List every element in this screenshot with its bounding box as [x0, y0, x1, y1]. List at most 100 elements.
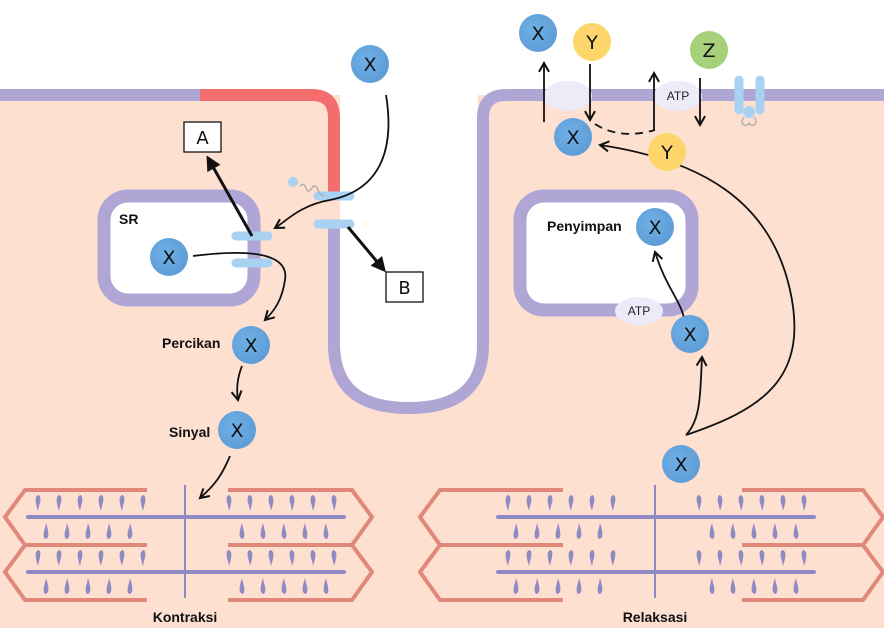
myosin-head: [77, 495, 83, 511]
relaksasi-label: Relaksasi: [623, 609, 688, 625]
myosin-head: [56, 550, 62, 566]
svg-text:Y: Y: [660, 142, 673, 164]
myosin-head: [98, 550, 104, 566]
ion-x-cytosol: X: [662, 445, 700, 483]
myosin-head: [64, 578, 70, 594]
sarcomere-contracted: [2, 485, 375, 602]
myosin-head: [772, 523, 778, 539]
myosin-head: [310, 495, 316, 511]
myosin-head: [780, 550, 786, 566]
myosin-head: [772, 578, 778, 594]
myosin-head: [247, 550, 253, 566]
myosin-head: [759, 495, 765, 511]
svg-text:X: X: [230, 420, 243, 442]
myosin-head: [56, 495, 62, 511]
myosin-head: [268, 550, 274, 566]
myosin-head: [513, 578, 519, 594]
receptor-icon: [734, 75, 765, 126]
myosin-head: [239, 578, 245, 594]
myosin-head: [730, 578, 736, 594]
exchanger-pump: [544, 81, 592, 111]
myosin-head: [597, 523, 603, 539]
bold-arrows: [206, 155, 386, 273]
myosin-head: [589, 550, 595, 566]
myosin-head: [281, 523, 287, 539]
svg-text:Z: Z: [702, 40, 715, 62]
myosin-head: [576, 523, 582, 539]
myosin-head: [85, 578, 91, 594]
label-box-b: B: [385, 271, 424, 303]
sarcomere-relaxed: [417, 485, 884, 602]
myosin-head: [589, 495, 595, 511]
svg-text:X: X: [648, 217, 661, 239]
ion-x-outside-right: X: [519, 14, 557, 52]
myosin-head: [751, 578, 757, 594]
myosin-head: [801, 550, 807, 566]
myosin-head: [555, 523, 561, 539]
myosin-head: [751, 523, 757, 539]
svg-text:X: X: [162, 247, 175, 269]
ion-z-outside: Z: [690, 31, 728, 69]
t-tubule-lumen: [340, 95, 478, 405]
sr-label: SR: [119, 211, 138, 227]
arrows: [192, 60, 796, 500]
myosin-head: [43, 523, 49, 539]
myosin-head: [331, 550, 337, 566]
myosin-head: [696, 550, 702, 566]
myosin-head: [547, 550, 553, 566]
myosin-head: [268, 495, 274, 511]
myosin-head: [568, 495, 574, 511]
myosin-head: [526, 495, 532, 511]
myosin-head: [801, 495, 807, 511]
myosin-head: [323, 523, 329, 539]
myosin-head: [505, 550, 511, 566]
sarcolemma: [0, 89, 884, 415]
ion-y-outside: Y: [573, 23, 611, 61]
ion-x-outside-left: X: [351, 45, 389, 83]
sinyal-label: Sinyal: [169, 424, 210, 440]
myosin-head: [226, 550, 232, 566]
myosin-head: [730, 523, 736, 539]
ion-x-sinyal: X Sinyal: [169, 411, 256, 449]
actin-filament-right: [228, 543, 375, 602]
myosin-head: [85, 523, 91, 539]
myosin-head: [260, 578, 266, 594]
myosin-head: [289, 495, 295, 511]
percikan-label: Percikan: [162, 335, 220, 351]
myosin-head: [610, 550, 616, 566]
myosin-head: [793, 578, 799, 594]
myosin-head: [738, 495, 744, 511]
atp-pump-storage: ATP: [615, 297, 663, 325]
myosin-head: [140, 495, 146, 511]
myosin-head: [106, 523, 112, 539]
myosin-head: [323, 578, 329, 594]
myosin-head: [281, 578, 287, 594]
svg-text:ATP: ATP: [628, 304, 650, 318]
myosin-head: [331, 495, 337, 511]
svg-text:Y: Y: [585, 32, 598, 54]
myosin-head: [302, 578, 308, 594]
myosin-head: [77, 550, 83, 566]
svg-text:X: X: [531, 23, 544, 45]
myosin-head: [260, 523, 266, 539]
myosin-head: [64, 523, 70, 539]
myosin-head: [534, 578, 540, 594]
label-box-a: A: [183, 121, 222, 153]
myosin-head: [696, 495, 702, 511]
myosin-head: [526, 550, 532, 566]
actin-filament-left: [417, 543, 563, 602]
ion-x-storage: X: [636, 208, 674, 246]
myosin-head: [226, 495, 232, 511]
myosin-head: [709, 523, 715, 539]
myosin-head: [738, 550, 744, 566]
myosin-head: [35, 550, 41, 566]
myosin-head: [302, 523, 308, 539]
myosin-head: [555, 578, 561, 594]
atp-pump-membrane: ATP: [654, 81, 702, 111]
myosin-head: [127, 523, 133, 539]
myosin-head: [717, 495, 723, 511]
myosin-head: [247, 495, 253, 511]
myosin-head: [310, 550, 316, 566]
myosin-head: [289, 550, 295, 566]
